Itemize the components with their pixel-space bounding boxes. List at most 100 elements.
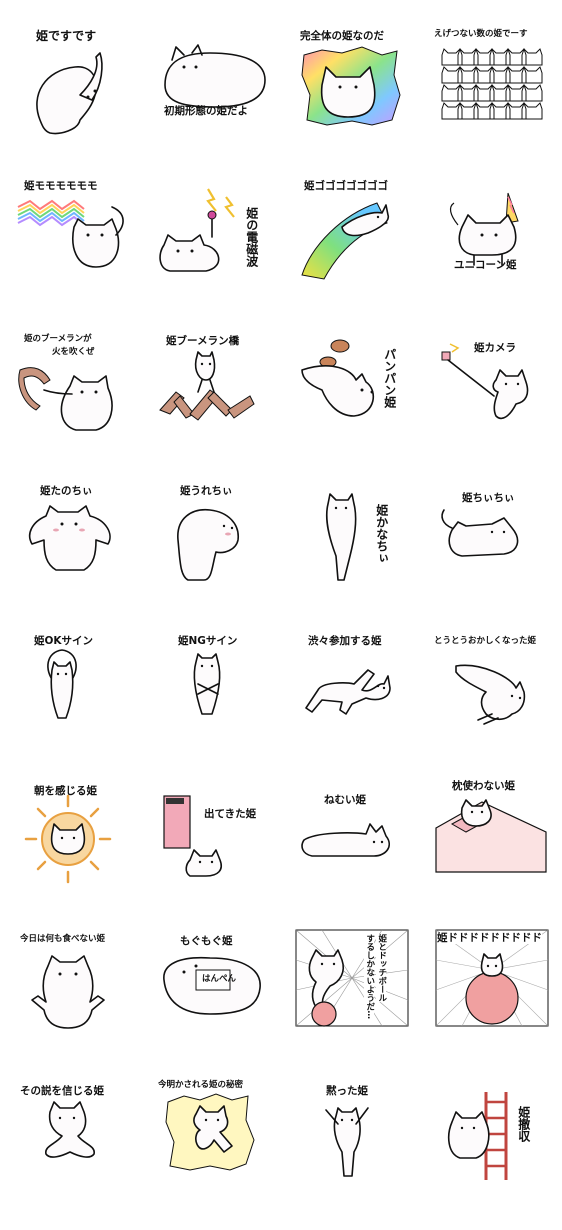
- sticker-caption: パンパン姫: [382, 348, 397, 408]
- sticker-caption: もぐもぐ姫: [180, 935, 233, 947]
- cat-silent-drawing: [325, 1107, 369, 1177]
- cat-bread-drawing: [301, 339, 375, 417]
- sticker-caption: 出てきた姫: [204, 808, 257, 820]
- sticker-caption: 黙った姫: [326, 1085, 368, 1097]
- sticker-8[interactable]: ユニコーン姫: [422, 175, 562, 325]
- sticker-30[interactable]: 今明かされる姫の秘密: [140, 1080, 280, 1230]
- cat-blob-drawing: [164, 44, 266, 108]
- cat-electric-drawing: [159, 188, 235, 272]
- cat-meditate-drawing: [45, 1101, 95, 1158]
- cat-hanpen-drawing: [163, 956, 261, 1015]
- sticker-caption: 姫ゴゴゴゴゴゴゴ: [304, 180, 388, 192]
- cat-bridge-drawing: [159, 351, 255, 421]
- cat-tickled-drawing: [28, 505, 111, 571]
- sticker-32[interactable]: 姫撤収: [422, 1080, 562, 1230]
- cat-sad-drawing: [325, 493, 357, 581]
- sticker-caption: 姫撤収: [516, 1106, 531, 1142]
- sticker-caption: 姫NGサイン: [178, 635, 238, 647]
- sticker-26[interactable]: もぐもぐ姫 はんぺん: [140, 930, 280, 1080]
- sticker-25[interactable]: 今日は何も食べない姫: [0, 930, 140, 1080]
- cat-door-drawing: [163, 795, 222, 877]
- sticker-23[interactable]: ねむい姫: [282, 780, 422, 930]
- sticker-12[interactable]: 姫カメラ: [422, 330, 562, 480]
- cat-sleepy-drawing: [301, 823, 390, 857]
- sticker-2[interactable]: 初期形態の姫だよ: [140, 25, 280, 175]
- sticker-17[interactable]: 姫OKサイン: [0, 630, 140, 780]
- sticker-caption-line-1: 姫のブーメランが: [24, 334, 92, 344]
- sticker-29[interactable]: その説を信じる姫: [0, 1080, 140, 1230]
- sticker-caption: ねむい姫: [324, 794, 366, 806]
- sticker-3[interactable]: 完全体の姫なのだ: [282, 25, 422, 175]
- cat-small-drawing: [441, 509, 519, 557]
- cat-ng-sign-drawing: [193, 653, 221, 715]
- sticker-caption: 初期形態の姫だよ: [164, 105, 248, 117]
- cat-dodgeball-drawing: [295, 929, 409, 1027]
- cat-happy-drawing: [177, 509, 239, 581]
- sticker-caption: 渋々参加する姫: [308, 635, 382, 647]
- sticker-caption: 姫たのちぃ: [40, 485, 93, 497]
- cat-crowd-drawing: [441, 48, 543, 120]
- sticker-caption: 姫ちぃちぃ: [462, 492, 515, 504]
- sticker-5[interactable]: 姫モモモモモモ: [0, 175, 140, 325]
- sticker-7[interactable]: 姫ゴゴゴゴゴゴゴ: [282, 175, 422, 325]
- cat-ok-sign-drawing: [47, 649, 77, 719]
- cat-rainbow-drawing: [301, 46, 401, 126]
- sticker-caption: ユニコーン姫: [454, 259, 517, 271]
- sticker-31[interactable]: 黙った姫: [282, 1080, 422, 1230]
- sticker-caption: 姫うれちぃ: [180, 485, 233, 497]
- sticker-caption: 姫の電磁波: [244, 207, 259, 267]
- cat-bed-drawing: [435, 799, 547, 873]
- sticker-caption: 朝を感じる姫: [34, 785, 97, 797]
- sticker-caption: とうとうおかしくなった姫: [434, 636, 537, 646]
- cat-fasting-drawing: [31, 955, 105, 1029]
- sticker-9[interactable]: 姫のブーメランが 火を吹くぜ: [0, 330, 140, 480]
- cat-flying-drawing: [301, 202, 390, 280]
- sticker-caption: えげつない数の姫でーす: [434, 29, 528, 39]
- sticker-caption: 姫ドドドドドドドドド: [437, 932, 542, 945]
- sticker-13[interactable]: 姫たのちぃ: [0, 480, 140, 630]
- sticker-caption-line-2: するしかないようだ…: [364, 934, 375, 1019]
- sticker-21[interactable]: 朝を感じる姫: [0, 780, 140, 930]
- cat-boomerang-drawing: [18, 367, 113, 431]
- sticker-caption-line-2: 火を吹くぜ: [52, 347, 95, 357]
- cat-reluctant-drawing: [305, 669, 391, 715]
- sticker-caption: 枕使わない姫: [452, 780, 515, 792]
- cat-selfie-drawing: [441, 343, 529, 420]
- sticker-10[interactable]: 姫ブーメラン橋: [140, 330, 280, 480]
- sticker-19[interactable]: 渋々参加する姫: [282, 630, 422, 780]
- sticker-caption: 姫ですです: [36, 29, 97, 43]
- sticker-15[interactable]: 姫かなちぃ: [282, 480, 422, 630]
- cat-sun-drawing: [24, 794, 112, 884]
- sticker-18[interactable]: 姫NGサイン: [140, 630, 280, 780]
- sticker-14[interactable]: 姫うれちぃ: [140, 480, 280, 630]
- cat-unicorn-drawing: [449, 192, 519, 266]
- sticker-4[interactable]: えげつない数の姫でーす: [422, 25, 562, 175]
- sticker-11[interactable]: パンパン姫: [282, 330, 422, 480]
- cat-secret-drawing: [165, 1093, 255, 1171]
- sticker-caption: 今日は何も食べない姫: [20, 934, 106, 944]
- sticker-24[interactable]: 枕使わない姫: [422, 780, 562, 930]
- cat-ladder-drawing: [447, 1092, 508, 1180]
- sticker-20[interactable]: とうとうおかしくなった姫: [422, 630, 562, 780]
- cat-curled-drawing: [36, 52, 103, 135]
- sticker-1[interactable]: 姫ですです: [0, 25, 140, 175]
- sticker-27[interactable]: 姫とドッチボール するしかないようだ…: [282, 929, 422, 1080]
- sticker-caption: 姫かなちぃ: [374, 504, 389, 564]
- cat-stretch-drawing: [455, 664, 526, 725]
- sticker-caption: 姫OKサイン: [34, 635, 94, 647]
- sticker-grid: 姫ですです 初期形態の姫だよ 完全体の姫なのだ: [0, 25, 562, 1180]
- sticker-6[interactable]: 姫の電磁波: [140, 175, 280, 325]
- sticker-caption: 完全体の姫なのだ: [300, 30, 384, 42]
- sticker-16[interactable]: 姫ちぃちぃ: [422, 480, 562, 630]
- sticker-caption: 今明かされる姫の秘密: [158, 1080, 244, 1090]
- hanpen-label: はんぺん: [202, 974, 237, 984]
- sticker-caption: 姫モモモモモモ: [24, 180, 98, 192]
- sticker-28[interactable]: 姫ドドドドドドドドド: [422, 929, 562, 1080]
- sticker-caption: 姫カメラ: [474, 342, 516, 354]
- cat-zigzag-drawing: [17, 199, 124, 268]
- sticker-caption-line-1: 姫とドッチボール: [376, 934, 387, 1002]
- sticker-caption: 姫ブーメラン橋: [166, 335, 240, 347]
- cat-ball-drawing: [435, 929, 549, 1027]
- sticker-22[interactable]: 出てきた姫: [140, 780, 280, 930]
- sticker-caption: その説を信じる姫: [20, 1085, 104, 1097]
